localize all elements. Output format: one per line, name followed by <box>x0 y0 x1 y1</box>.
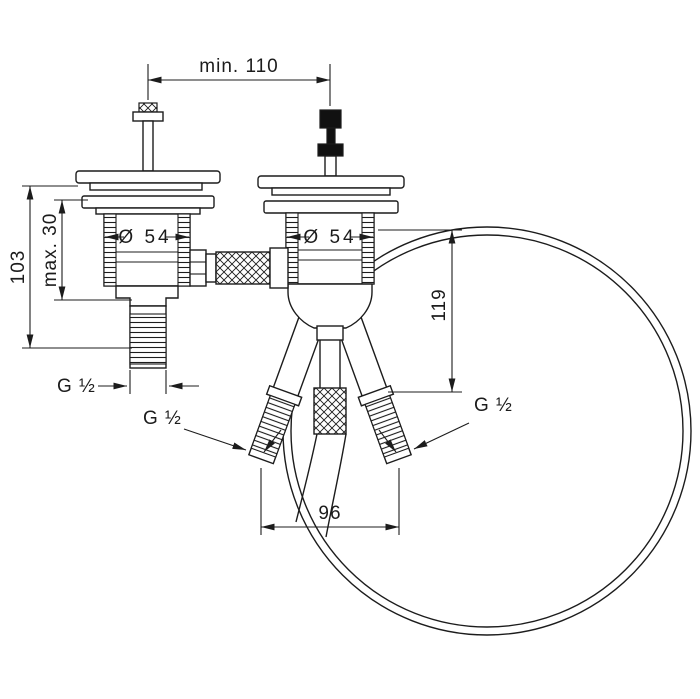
right-valve <box>247 109 413 465</box>
label-thread-left: G ½ <box>57 376 96 397</box>
hose-curve-left <box>295 433 318 523</box>
left-outlet-arm <box>247 312 326 465</box>
label-bottom-span: 96 <box>318 503 341 524</box>
left-valve <box>75 102 289 369</box>
link-nut <box>189 249 207 287</box>
link-port <box>269 247 289 289</box>
link-collar <box>205 253 217 283</box>
left-valve-flange <box>75 170 221 184</box>
label-right-height: 119 <box>429 288 450 321</box>
center-braided-hose <box>313 387 347 435</box>
left-valve-cartridge-collar <box>132 111 164 122</box>
left-valve-thread-left <box>103 213 117 287</box>
right-valve-thread-right <box>361 212 375 285</box>
link-braided-hose <box>215 251 271 285</box>
left-valve-plate-ring <box>95 207 201 215</box>
label-top-span: min. 110 <box>199 56 278 77</box>
label-left-height: 103 <box>8 250 29 285</box>
label-mounting-depth: max. 30 <box>40 213 61 288</box>
right-outlet-arm <box>334 312 413 465</box>
dimension-labels: min. 110 103 max. 30 Ø 54 Ø 54 119 G ½ G… <box>8 56 513 524</box>
left-valve-cartridge-cap <box>138 102 158 113</box>
right-valve-neck <box>324 155 337 177</box>
left-valve-flange-ring <box>89 182 203 191</box>
left-valve-plate <box>81 195 215 209</box>
left-valve-pipe-thread <box>129 313 167 365</box>
label-right-diameter: Ø 54 <box>303 227 356 248</box>
right-valve-plate <box>263 200 399 214</box>
right-valve-spindle-cap <box>319 109 342 129</box>
left-valve-cartridge-stem <box>142 120 154 172</box>
center-hose-port <box>316 325 344 341</box>
label-left-diameter: Ø 54 <box>118 227 171 248</box>
right-valve-shoulder <box>287 283 373 329</box>
right-valve-flange-ring <box>271 187 391 196</box>
right-valve-flange <box>257 175 405 189</box>
label-thread-bottom-left: G ½ <box>143 408 182 429</box>
right-valve-body <box>285 212 375 285</box>
left-valve-thread-right <box>177 213 191 287</box>
label-thread-right: G ½ <box>474 395 513 416</box>
right-valve-spindle-collar <box>317 143 344 157</box>
right-valve-spindle-stem <box>326 127 336 145</box>
left-valve-elbow <box>115 285 179 307</box>
dimension-lines <box>22 64 470 535</box>
left-valve-body <box>103 213 191 287</box>
hose-loop-inner <box>290 234 684 628</box>
